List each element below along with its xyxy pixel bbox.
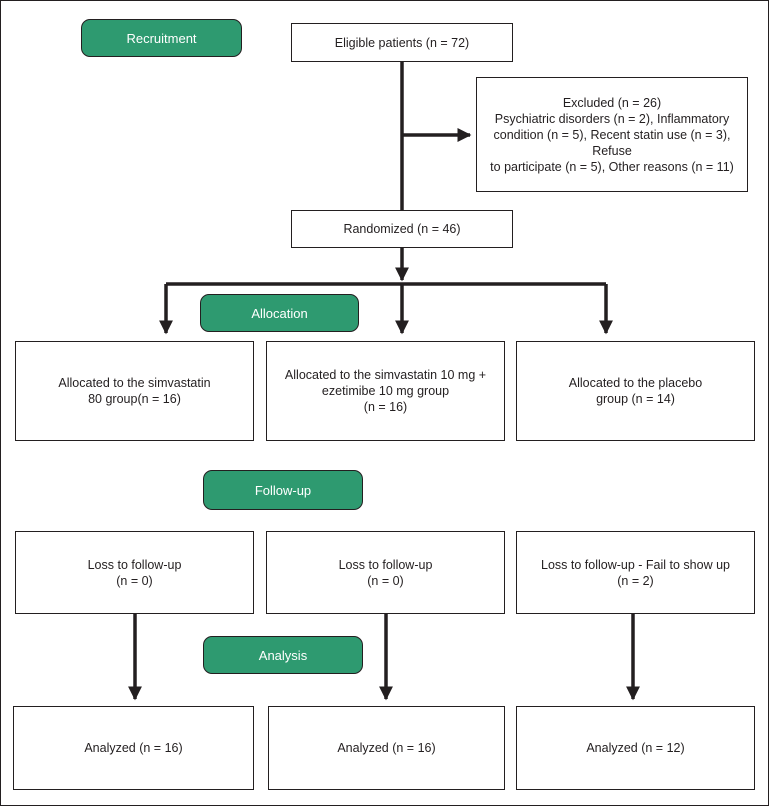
stage-allocation: Allocation bbox=[200, 294, 359, 332]
stage-follow-up: Follow-up bbox=[203, 470, 363, 510]
allocated-group-2-text: Allocated to the simvastatin 10 mg + eze… bbox=[284, 368, 487, 414]
loss-group-3-box: Loss to follow-up - Fail to show up (n =… bbox=[516, 531, 755, 614]
eligible-box: Eligible patients (n = 72) bbox=[291, 23, 513, 62]
stage-analysis: Analysis bbox=[203, 636, 363, 674]
allocated-group-1-text: Allocated to the simvastatin 80 group(n … bbox=[58, 376, 211, 406]
allocated-group-3-box: Allocated to the placebo group (n = 14) bbox=[516, 341, 755, 441]
loss-group-2-text: Loss to follow-up (n = 0) bbox=[338, 557, 433, 588]
analyzed-group-3-box: Analyzed (n = 12) bbox=[516, 706, 755, 790]
loss-group-1-box: Loss to follow-up (n = 0) bbox=[15, 531, 254, 614]
eligible-text: Eligible patients (n = 72) bbox=[334, 35, 470, 50]
excluded-box: Excluded (n = 26) Psychiatric disorders … bbox=[476, 77, 748, 192]
stage-recruitment: Recruitment bbox=[81, 19, 242, 57]
analyzed-group-1-text: Analyzed (n = 16) bbox=[84, 741, 183, 755]
allocated-group-1-box: Allocated to the simvastatin 80 group(n … bbox=[15, 341, 254, 441]
analyzed-group-3-text: Analyzed (n = 12) bbox=[586, 741, 685, 755]
allocated-group-2-box: Allocated to the simvastatin 10 mg + eze… bbox=[266, 341, 505, 441]
randomized-box: Randomized (n = 46) bbox=[291, 210, 513, 248]
allocated-group-3-text: Allocated to the placebo group (n = 14) bbox=[568, 376, 703, 406]
loss-group-2-box: Loss to follow-up (n = 0) bbox=[266, 531, 505, 614]
analyzed-group-2-text: Analyzed (n = 16) bbox=[337, 741, 436, 755]
analyzed-group-2-box: Analyzed (n = 16) bbox=[268, 706, 505, 790]
loss-group-1-text: Loss to follow-up (n = 0) bbox=[87, 557, 182, 588]
randomized-text: Randomized (n = 46) bbox=[343, 222, 461, 236]
analyzed-group-1-box: Analyzed (n = 16) bbox=[13, 706, 254, 790]
excluded-title: Excluded (n = 26) bbox=[562, 95, 662, 110]
excluded-details: Psychiatric disorders (n = 2), Inflammat… bbox=[490, 111, 734, 174]
loss-group-3-text: Loss to follow-up - Fail to show up (n =… bbox=[541, 557, 730, 588]
